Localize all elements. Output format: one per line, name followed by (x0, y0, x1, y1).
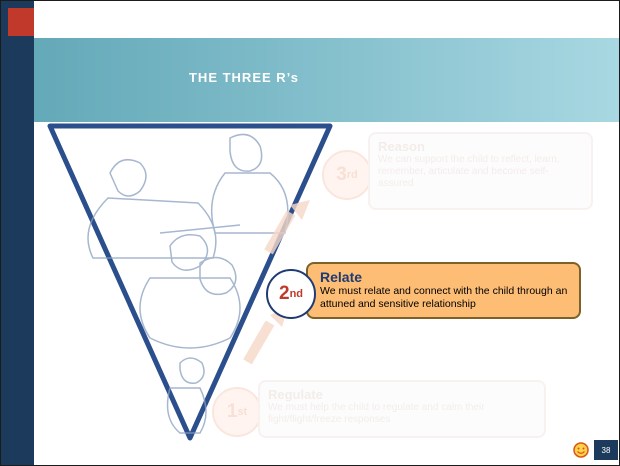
step-3-text: We can support the child to reflect, lea… (378, 154, 583, 190)
red-accent-square (8, 8, 34, 36)
step-1-box: Regulate We must help the child to regul… (258, 380, 546, 438)
step-2-text: We must relate and connect with the chil… (320, 285, 571, 311)
step-1-text: We must help the child to regulate and c… (268, 402, 536, 426)
step-2-suffix: nd (290, 288, 303, 300)
step-1-title: Regulate (268, 387, 536, 402)
step-1-ordinal: 1 (227, 401, 238, 423)
step-2-title: Relate (320, 269, 571, 285)
smiley-logo-icon (573, 442, 589, 458)
slide-title: THE THREE R’s (34, 70, 454, 85)
step-3-box: Reason We can support the child to refle… (368, 132, 593, 210)
page-number: 38 (594, 440, 618, 460)
step-1-suffix: st (237, 406, 247, 418)
step-3-ordinal: 3 (336, 164, 347, 186)
step-2-box: Relate We must relate and connect with t… (306, 262, 581, 319)
step-3-suffix: rd (347, 169, 358, 181)
step-2-ordinal: 2 (279, 283, 290, 305)
step-3-title: Reason (378, 139, 583, 154)
